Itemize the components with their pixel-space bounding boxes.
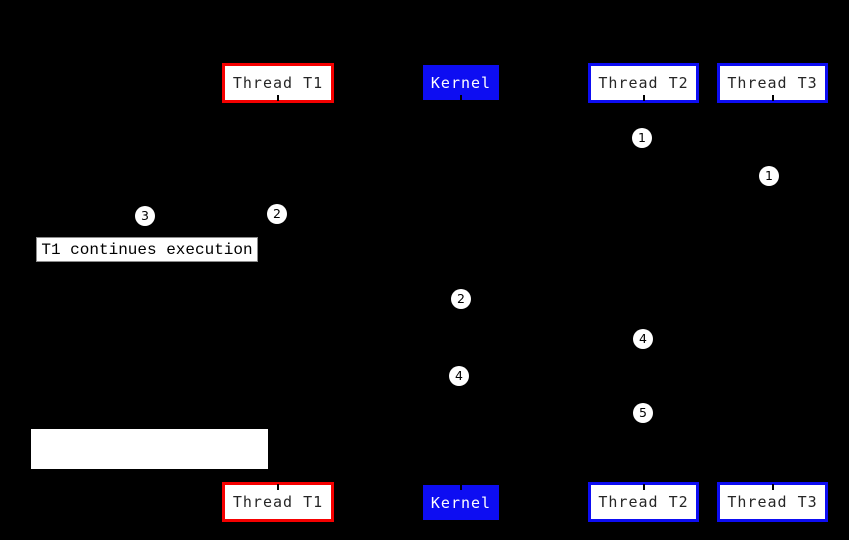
step-circle-5: 5 xyxy=(633,403,653,423)
thread-t3-box-bottom: Thread T3 xyxy=(717,482,828,522)
thread-t1-box-top: Thread T1 xyxy=(222,63,334,103)
blank-label-box xyxy=(31,429,268,469)
kernel-box-top: Kernel xyxy=(423,65,499,101)
step-circle-2: 2 xyxy=(451,289,471,309)
step-circle-3: 3 xyxy=(135,206,155,226)
thread-t2-box-bottom: Thread T2 xyxy=(588,482,699,522)
step-circle-1: 1 xyxy=(632,128,652,148)
kernel-box-bottom: Kernel xyxy=(423,484,499,520)
step-circle-4: 4 xyxy=(449,366,469,386)
thread-t1-box-bottom: Thread T1 xyxy=(222,482,334,522)
thread-t3-box-top: Thread T3 xyxy=(717,63,828,103)
annotation-t1-continues: T1 continues execution xyxy=(36,237,258,262)
step-circle-1: 1 xyxy=(759,166,779,186)
thread-t2-box-top: Thread T2 xyxy=(588,63,699,103)
step-circle-2: 2 xyxy=(267,204,287,224)
step-circle-4: 4 xyxy=(633,329,653,349)
